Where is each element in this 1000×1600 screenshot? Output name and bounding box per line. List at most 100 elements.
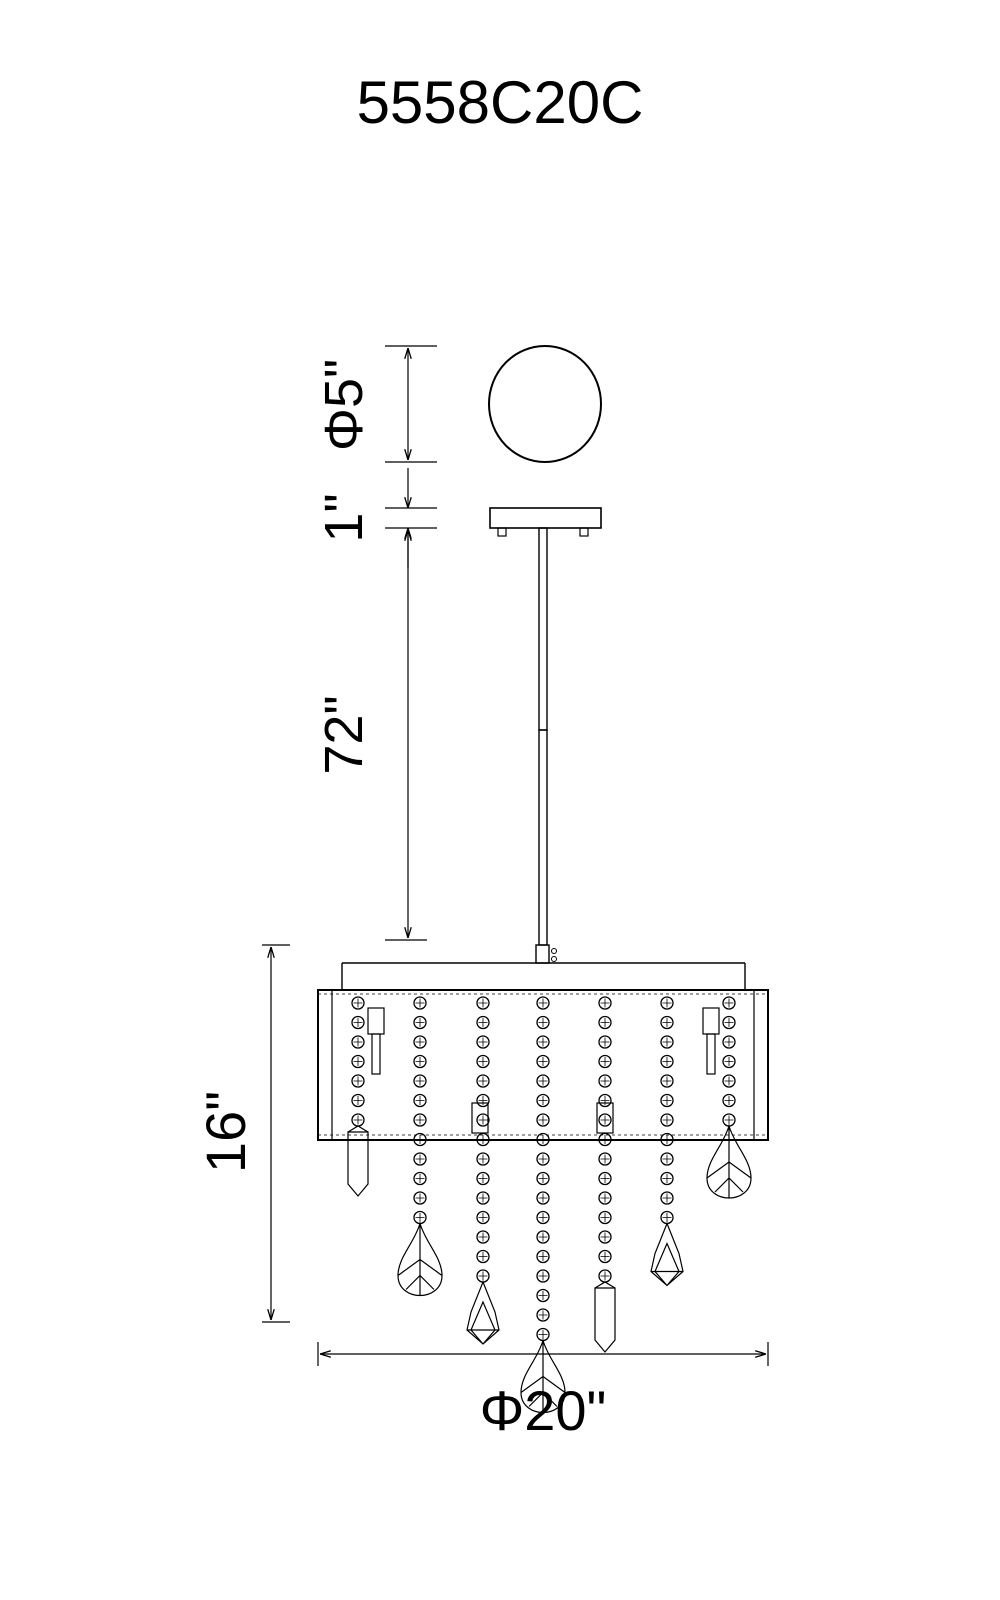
bead-facet bbox=[538, 1193, 548, 1203]
crystal-strand bbox=[594, 996, 616, 1353]
crystal-drop bbox=[466, 1280, 500, 1345]
socket bbox=[471, 1102, 489, 1134]
bead-facet bbox=[600, 1018, 610, 1027]
crystal-bead bbox=[660, 1074, 674, 1088]
bead-facet bbox=[600, 1232, 610, 1242]
crystal-bead bbox=[476, 996, 490, 1010]
crystal-bead bbox=[351, 1074, 365, 1088]
crystal-strand bbox=[520, 996, 566, 1414]
crystal-bead bbox=[660, 1015, 674, 1030]
crystal-bead bbox=[413, 1015, 427, 1030]
crystal-bead bbox=[351, 1054, 365, 1069]
crystal-bead bbox=[476, 1249, 490, 1264]
bead-facet bbox=[538, 1018, 548, 1027]
crystal-bead bbox=[476, 1210, 490, 1225]
bead-facet bbox=[662, 1213, 672, 1222]
bead-facet bbox=[538, 1174, 548, 1183]
bead-facet bbox=[600, 1135, 610, 1144]
crystal-bead bbox=[536, 1093, 550, 1108]
crystal-bead bbox=[722, 1093, 736, 1108]
bead-facet bbox=[353, 1037, 363, 1047]
bead-facet bbox=[662, 1174, 672, 1183]
crystal-bead bbox=[413, 1093, 427, 1108]
bead-facet bbox=[662, 1037, 672, 1047]
crystal-bead bbox=[476, 1074, 490, 1088]
bead-facet bbox=[662, 1096, 672, 1105]
bead-facet bbox=[478, 1232, 488, 1242]
bead-facet bbox=[415, 1037, 425, 1047]
bead-facet bbox=[600, 1271, 610, 1281]
bead-facet bbox=[478, 1135, 488, 1144]
crystal-bead bbox=[722, 996, 736, 1010]
crystal-drop bbox=[650, 1221, 684, 1287]
bead-facet bbox=[415, 1115, 425, 1125]
crystal-bead bbox=[536, 996, 550, 1010]
bead-facet bbox=[600, 1057, 610, 1066]
bead-facet bbox=[538, 1310, 548, 1320]
bead-facet bbox=[538, 1076, 548, 1086]
bead-facet bbox=[415, 1213, 425, 1222]
bead-facet bbox=[415, 1076, 425, 1086]
bead-facet bbox=[415, 1018, 425, 1027]
bead-facet bbox=[662, 998, 672, 1008]
crystal-strand bbox=[650, 996, 684, 1287]
crystal-bead bbox=[598, 1054, 612, 1069]
crystal-bead bbox=[598, 1249, 612, 1264]
crystal-bead bbox=[536, 1269, 550, 1283]
canopy-diameter-label: Φ5" bbox=[314, 359, 374, 451]
crystal-bead bbox=[413, 1035, 427, 1049]
crystal-bead bbox=[598, 1230, 612, 1244]
bead-facet bbox=[415, 1057, 425, 1066]
dimension-canopy-diameter: Φ5" bbox=[314, 345, 437, 463]
bead-facet bbox=[415, 1135, 425, 1144]
bead-facet bbox=[415, 998, 425, 1008]
crystal-bead bbox=[598, 1171, 612, 1186]
crystal-bead bbox=[476, 1152, 490, 1166]
suspension-rod bbox=[535, 527, 557, 964]
bead-facet bbox=[478, 1076, 488, 1086]
crystal-bead bbox=[536, 1054, 550, 1069]
bead-facet bbox=[662, 1193, 672, 1203]
fixture-diameter-label: Φ20" bbox=[480, 1379, 607, 1442]
bead-facet bbox=[415, 1096, 425, 1105]
crystal-bead bbox=[722, 1015, 736, 1030]
crystal-bead bbox=[598, 1210, 612, 1225]
crystal-drop bbox=[520, 1338, 566, 1414]
crystal-bead bbox=[660, 1132, 674, 1147]
bead-facet bbox=[415, 1154, 425, 1164]
crystal-bead bbox=[351, 1015, 365, 1030]
bead-facet bbox=[538, 1271, 548, 1281]
crystal-bead bbox=[536, 1191, 550, 1205]
crystal-bead bbox=[536, 1074, 550, 1088]
bead-facet bbox=[600, 1037, 610, 1047]
crystal-strands bbox=[347, 996, 752, 1414]
bead-facet bbox=[662, 1115, 672, 1125]
bead-facet bbox=[600, 1174, 610, 1183]
bead-facet bbox=[415, 1193, 425, 1203]
bead-facet bbox=[538, 998, 548, 1008]
bead-facet bbox=[600, 1154, 610, 1164]
model-number-title: 5558C20C bbox=[356, 69, 644, 136]
crystal-bead bbox=[476, 1035, 490, 1049]
crystal-bead bbox=[598, 1074, 612, 1088]
crystal-bead bbox=[476, 1191, 490, 1205]
bead-facet bbox=[538, 1057, 548, 1066]
bead-facet bbox=[478, 1213, 488, 1222]
bead-facet bbox=[478, 998, 488, 1008]
bead-facet bbox=[478, 1018, 488, 1027]
crystal-bead bbox=[660, 1113, 674, 1127]
dimension-canopy-height: 1" bbox=[314, 468, 437, 568]
crystal-bead bbox=[660, 996, 674, 1010]
canopy-top-view bbox=[488, 345, 602, 463]
crystal-bead bbox=[536, 1210, 550, 1225]
bead-facet bbox=[538, 1291, 548, 1300]
bead-facet bbox=[478, 1174, 488, 1183]
crystal-bead bbox=[598, 1191, 612, 1205]
bead-facet bbox=[724, 1018, 734, 1027]
bead-facet bbox=[415, 1174, 425, 1183]
canopy-side-view bbox=[489, 507, 602, 537]
bead-facet bbox=[600, 1213, 610, 1222]
bead-facet bbox=[538, 1037, 548, 1047]
crystal-bead bbox=[536, 1152, 550, 1166]
